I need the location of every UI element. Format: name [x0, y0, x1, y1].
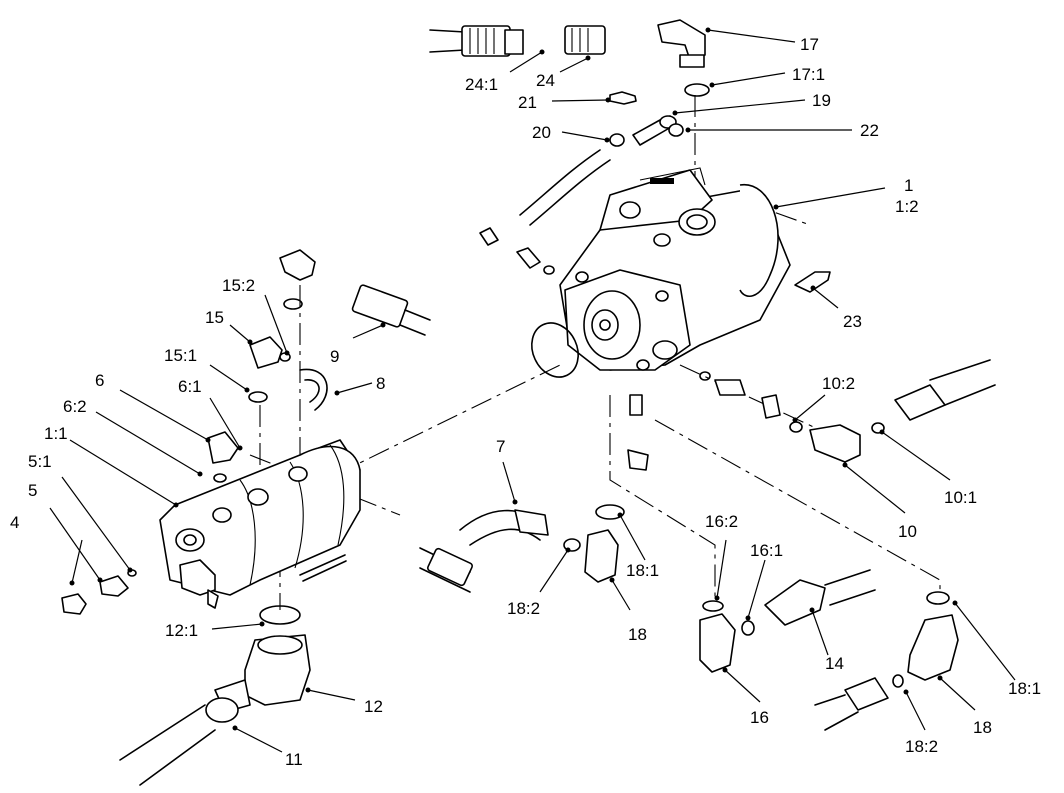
- callout-18-2-right: 18:2: [905, 737, 938, 756]
- callout-1: 1: [904, 176, 913, 195]
- callout-8: 8: [376, 374, 385, 393]
- callout-15: 15: [205, 308, 224, 327]
- callout-4: 4: [10, 513, 19, 532]
- callout-12-1: 12:1: [165, 621, 198, 640]
- callout-1-2: 1:2: [895, 197, 919, 216]
- callout-18-1-center: 18:1: [626, 561, 659, 580]
- callout-6-1: 6:1: [178, 377, 202, 396]
- gear-pump: [159, 439, 361, 609]
- leader-lines: [49, 27, 1016, 753]
- main-pump: [519, 149, 791, 378]
- callout-16: 16: [750, 708, 769, 727]
- callout-7: 7: [496, 437, 505, 456]
- callout-17-1: 17:1: [792, 65, 825, 84]
- callout-12: 12: [364, 697, 383, 716]
- callout-24: 24: [536, 71, 555, 90]
- callout-21: 21: [518, 93, 537, 112]
- callout-17: 17: [800, 35, 819, 54]
- callout-15-1: 15:1: [164, 346, 197, 365]
- fittings: [61, 19, 996, 786]
- callout-24-1: 24:1: [465, 75, 498, 94]
- callout-1-1: 1:1: [44, 424, 68, 443]
- callout-18-1-right: 18:1: [1008, 679, 1041, 698]
- callout-10: 10: [898, 522, 917, 541]
- callout-23: 23: [843, 312, 862, 331]
- callout-11: 11: [285, 750, 303, 769]
- callout-16-2: 16:2: [705, 512, 738, 531]
- callout-5-1: 5:1: [28, 452, 52, 471]
- callout-19: 19: [812, 91, 831, 110]
- callout-18-center: 18: [628, 625, 647, 644]
- callout-22: 22: [860, 121, 879, 140]
- callout-18-2-center: 18:2: [507, 599, 540, 618]
- callout-18-right: 18: [973, 718, 992, 737]
- callout-10-1: 10:1: [944, 488, 977, 507]
- callout-5: 5: [28, 481, 37, 500]
- callout-15-2: 15:2: [222, 276, 255, 295]
- callout-14: 14: [825, 654, 844, 673]
- callout-6-2: 6:2: [63, 397, 87, 416]
- callout-10-2: 10:2: [822, 374, 855, 393]
- callout-16-1: 16:1: [750, 541, 783, 560]
- callout-9: 9: [330, 347, 339, 366]
- callout-6: 6: [95, 371, 104, 390]
- callout-20: 20: [532, 123, 551, 142]
- callout-labels: 1 1:2 4 5 5:1 1:1 6:2 6 6:1 15:1 15 15:2…: [10, 35, 1041, 769]
